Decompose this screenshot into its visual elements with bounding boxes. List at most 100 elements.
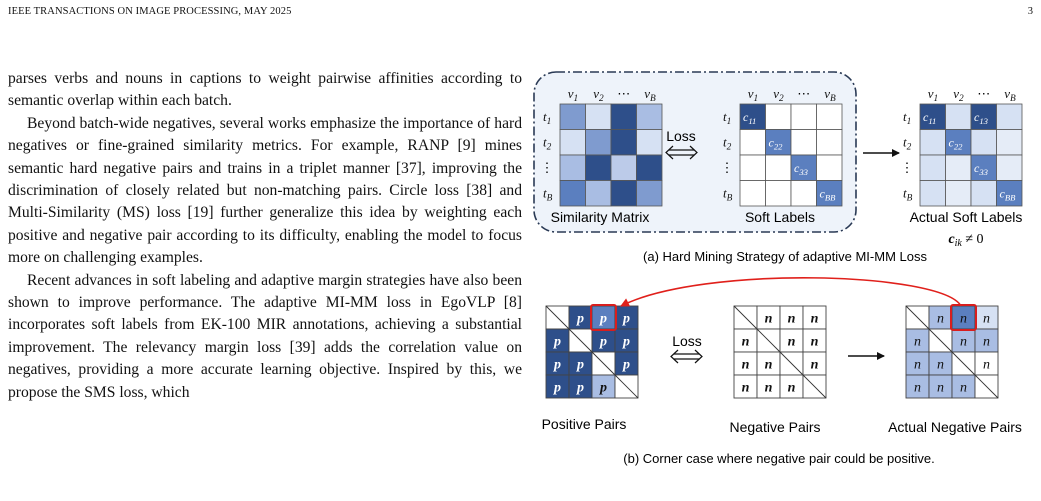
positive-pair-symbol: p — [553, 335, 561, 350]
soft-label-cell — [816, 103, 843, 130]
negative-pair-symbol: n — [788, 381, 796, 396]
col-label: v1 — [928, 86, 938, 104]
actual-soft-labels-title: Actual Soft Labels — [910, 209, 1023, 225]
actual-note: cik ≠ 0 — [948, 232, 983, 249]
col-label: vB — [644, 86, 656, 104]
soft-label-text: c11 — [743, 110, 756, 126]
actual-soft-label-cell — [996, 180, 1023, 207]
diagonal-line — [802, 374, 827, 399]
positive-pair-symbol: p — [576, 312, 584, 327]
negative-pair-symbol: n — [937, 358, 944, 373]
actual-soft-label-cell — [919, 180, 946, 207]
positive-pair-symbol: p — [599, 335, 607, 350]
similarity-cell — [610, 154, 637, 181]
row-label: tB — [543, 185, 553, 203]
negative-pair-symbol: n — [937, 381, 944, 396]
similarity-cell — [636, 103, 663, 130]
negative-pair-symbol: n — [960, 381, 967, 396]
row-label: t2 — [903, 134, 912, 152]
negative-pair-symbol: n — [765, 381, 773, 396]
negative-pair-symbol: n — [914, 358, 921, 373]
paragraph-1: parses verbs and nouns in captions to we… — [8, 70, 522, 110]
similarity-cell — [610, 180, 637, 207]
actual-soft-label-cell — [996, 103, 1023, 130]
negative-pair-symbol: n — [960, 335, 967, 350]
row-ellipsis: ⋮ — [901, 160, 914, 175]
row-ellipsis: ⋮ — [541, 160, 554, 175]
similarity-matrix-title: Similarity Matrix — [551, 209, 650, 225]
actual-soft-label-cell — [945, 103, 972, 130]
actual-soft-label-cell — [970, 129, 997, 156]
soft-label-cell — [739, 180, 766, 207]
red-arc-arrow — [620, 277, 962, 307]
loss-label-bottom: Loss — [672, 333, 702, 349]
actual-soft-label-text: c33 — [974, 161, 989, 177]
diagonal-line — [614, 374, 639, 399]
row-label: tB — [723, 185, 733, 203]
row-label: t1 — [723, 109, 731, 127]
actual-soft-label-cell — [945, 129, 972, 156]
negative-pair-symbol: n — [811, 312, 819, 327]
similarity-cell — [636, 154, 663, 181]
double-arrow-icon — [670, 349, 703, 364]
positive-pairs-title: Positive Pairs — [542, 416, 627, 432]
col-label: v2 — [773, 86, 784, 104]
row-label: t2 — [723, 134, 732, 152]
caption-a: (a) Hard Mining Strategy of adaptive MI-… — [643, 249, 927, 264]
positive-pair-symbol: p — [622, 312, 630, 327]
positive-pair-symbol: p — [576, 381, 584, 396]
soft-label-text: c33 — [794, 161, 809, 177]
soft-label-cell — [816, 129, 843, 156]
negative-pair-symbol: n — [983, 358, 990, 373]
soft-label-cell — [790, 103, 817, 130]
soft-labels-title: Soft Labels — [745, 209, 815, 225]
negative-pair-symbol: n — [788, 335, 796, 350]
diagonal-line — [568, 328, 593, 353]
positive-pair-symbol: p — [599, 312, 607, 327]
diagonal-line — [951, 351, 976, 376]
soft-label-cell — [816, 180, 843, 207]
positive-pair-symbol: p — [553, 381, 561, 396]
col-ellipsis: ⋯ — [977, 86, 990, 101]
actual-soft-label-text: c11 — [923, 110, 936, 126]
diagonal-line — [779, 351, 804, 376]
paragraph-2: Beyond batch-wide negatives, several wor… — [8, 114, 522, 267]
negative-pair-symbol: n — [811, 358, 819, 373]
negative-pair-symbol: n — [742, 381, 750, 396]
similarity-cell — [559, 129, 586, 156]
diagonal-line — [905, 305, 930, 330]
negative-pair-symbol: n — [742, 358, 750, 373]
negative-pair-symbol: n — [742, 335, 750, 350]
row-ellipsis: ⋮ — [721, 160, 734, 175]
soft-label-cell — [790, 129, 817, 156]
similarity-cell — [636, 180, 663, 207]
negative-pair-symbol: n — [960, 312, 967, 327]
negative-pair-symbol: n — [983, 312, 990, 327]
similarity-cell — [559, 154, 586, 181]
col-label: v2 — [953, 86, 964, 104]
page-number: 3 — [1027, 6, 1033, 17]
col-label: v2 — [593, 86, 604, 104]
diagonal-line — [928, 328, 953, 353]
actual-soft-label-cell — [919, 154, 946, 181]
soft-label-cell — [765, 180, 792, 207]
similarity-cell — [610, 103, 637, 130]
actual-soft-label-text: cBB — [1000, 186, 1017, 202]
loss-label-top: Loss — [666, 128, 696, 144]
col-label: v1 — [748, 86, 758, 104]
row-label: t1 — [903, 109, 911, 127]
actual-soft-label-cell — [996, 154, 1023, 181]
col-label: vB — [1004, 86, 1016, 104]
actual-soft-label-text: c13 — [974, 110, 989, 126]
negative-pair-symbol: n — [765, 358, 773, 373]
positive-pair-symbol: p — [599, 381, 607, 396]
positive-pair-symbol: p — [553, 358, 561, 373]
actual-soft-label-text: c22 — [949, 135, 964, 151]
soft-label-text: c22 — [769, 135, 784, 151]
actual-soft-label-cell — [945, 154, 972, 181]
